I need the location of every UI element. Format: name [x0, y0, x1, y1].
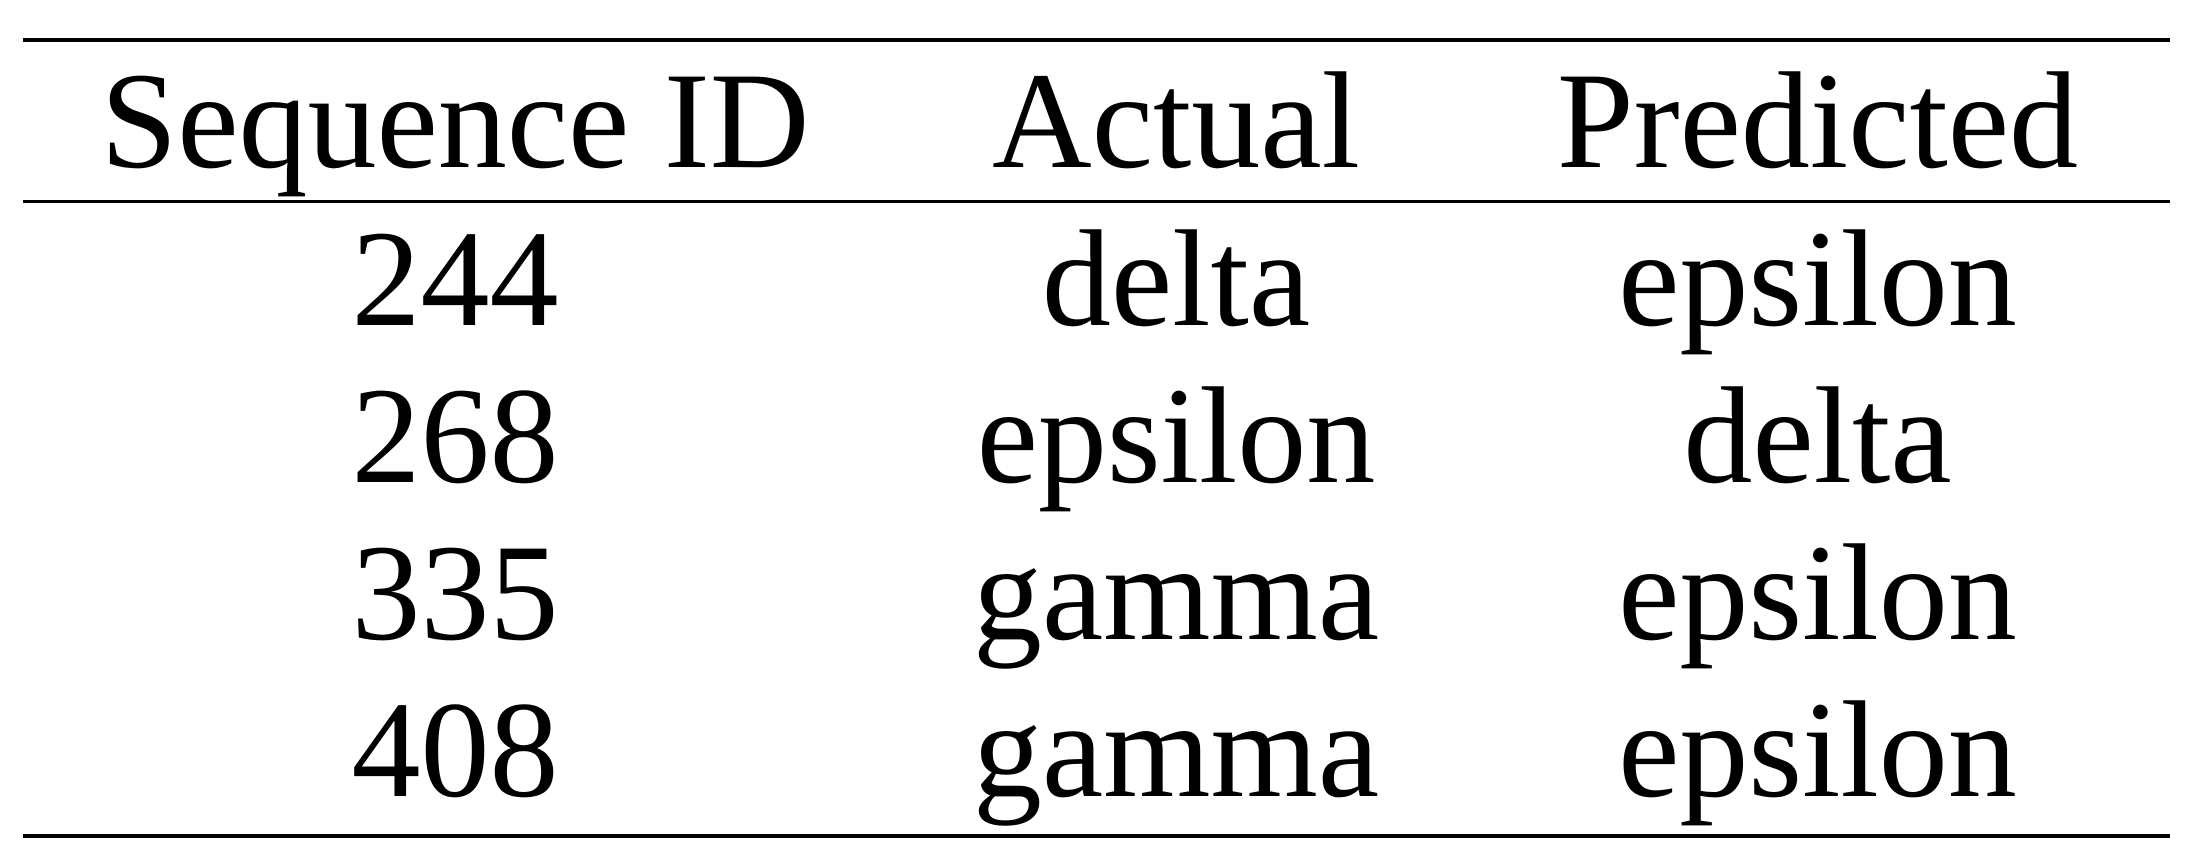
- table-row: 408 gamma epsilon: [23, 671, 2170, 828]
- header-sequence-id: Sequence ID: [100, 44, 810, 197]
- actual-cell: gamma: [972, 516, 1380, 669]
- table-row: 268 epsilon delta: [23, 357, 2170, 514]
- actual-cell: epsilon: [976, 359, 1376, 512]
- table-row: 335 gamma epsilon: [23, 514, 2170, 671]
- header-actual: Actual: [992, 44, 1360, 197]
- header-rule: [23, 200, 2170, 203]
- sequence-id-cell: 408: [351, 673, 559, 826]
- predicted-cell: epsilon: [1618, 202, 2017, 355]
- header-row: Sequence ID Actual Predicted: [23, 42, 2170, 200]
- predicted-cell: delta: [1683, 359, 1952, 512]
- header-predicted: Predicted: [1556, 44, 2079, 197]
- bottom-rule: [23, 834, 2170, 838]
- predicted-cell: epsilon: [1618, 516, 2017, 669]
- actual-cell: gamma: [972, 673, 1380, 826]
- table-row: 244 delta epsilon: [23, 200, 2170, 357]
- sequence-id-cell: 244: [351, 202, 559, 355]
- sequence-id-cell: 268: [351, 359, 559, 512]
- actual-cell: delta: [1041, 202, 1311, 355]
- predicted-cell: epsilon: [1618, 673, 2017, 826]
- top-rule: [23, 38, 2170, 42]
- sequence-id-cell: 335: [351, 516, 559, 669]
